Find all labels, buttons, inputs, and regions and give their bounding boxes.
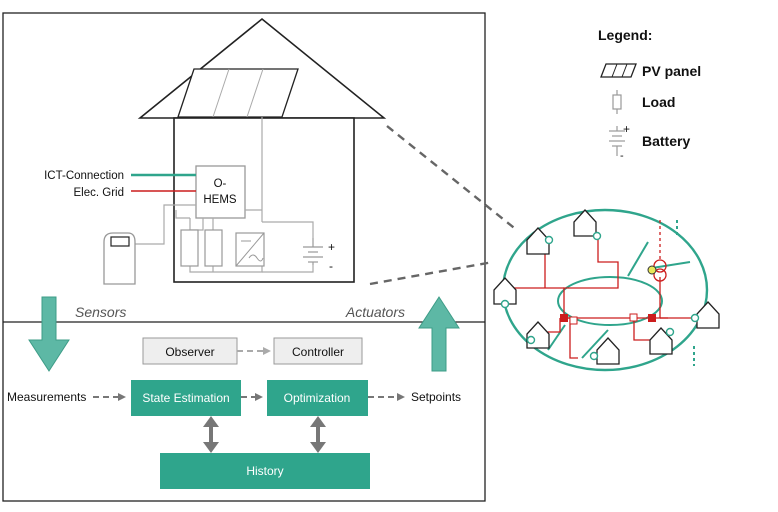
legend-item-pv-panel: PV panel — [642, 63, 701, 79]
house: O- HEMS ICT-Connection Elec. Grid — [44, 17, 387, 285]
load-icon — [204, 229, 223, 267]
inverter-icon — [235, 232, 265, 267]
actuators-label: Actuators — [345, 304, 405, 320]
optimization-label: Optimization — [284, 391, 351, 405]
legend-item-load: Load — [642, 94, 675, 110]
optimization-box — [267, 380, 368, 416]
network-house-icon — [573, 209, 597, 237]
grid-node — [647, 265, 657, 275]
state-estimation-box — [131, 380, 241, 416]
sensors-label: Sensors — [75, 304, 126, 320]
observer-label: Observer — [165, 345, 214, 359]
elec-grid-label: Elec. Grid — [74, 187, 125, 199]
pv-panel-icon — [177, 68, 299, 118]
history-box — [160, 453, 370, 489]
legend-title: Legend: — [598, 27, 652, 43]
observer-box — [142, 337, 238, 365]
grid-network — [493, 208, 720, 372]
legend-battery-icon — [609, 126, 625, 156]
legend-battery-plus: + — [623, 122, 630, 136]
controller-box — [273, 337, 363, 365]
ict-inner-ring — [557, 276, 663, 326]
legend-item-battery: Battery — [642, 133, 690, 149]
ohems-box — [195, 165, 246, 219]
battery-minus-label: - — [329, 259, 333, 273]
network-house-icon — [596, 337, 620, 365]
house-wiring — [135, 204, 314, 273]
state-history-double-arrow — [203, 416, 219, 453]
ohems-label-line1: O- — [214, 178, 227, 190]
ict-connection-label: ICT-Connection — [44, 170, 124, 182]
smart-meter-icon — [103, 232, 136, 285]
network-house-icon — [493, 277, 517, 305]
actuators-arrow — [418, 296, 460, 372]
legend-pv-panel-icon — [600, 63, 637, 78]
sensors-arrow — [28, 296, 70, 372]
battery-plus-label: + — [328, 240, 335, 254]
ohems-label-line2: HEMS — [203, 194, 237, 206]
zoom-line-upper — [386, 125, 519, 232]
zoom-line-lower — [369, 260, 494, 286]
state-estimation-label: State Estimation — [142, 391, 229, 405]
controller-label: Controller — [292, 345, 344, 359]
legend-load-icon — [612, 90, 622, 114]
legend-battery-minus: - — [620, 150, 624, 162]
load-icon — [180, 229, 199, 267]
main-frame — [2, 12, 486, 502]
network-house-icon — [526, 227, 550, 255]
network-house-icon — [696, 301, 720, 329]
measurements-label: Measurements — [7, 390, 86, 404]
optimization-history-double-arrow — [310, 416, 326, 453]
legend: Legend: PV panel Load + - Battery — [598, 27, 701, 162]
battery-icon — [303, 238, 323, 265]
history-label: History — [246, 464, 283, 478]
setpoints-label: Setpoints — [411, 390, 461, 404]
